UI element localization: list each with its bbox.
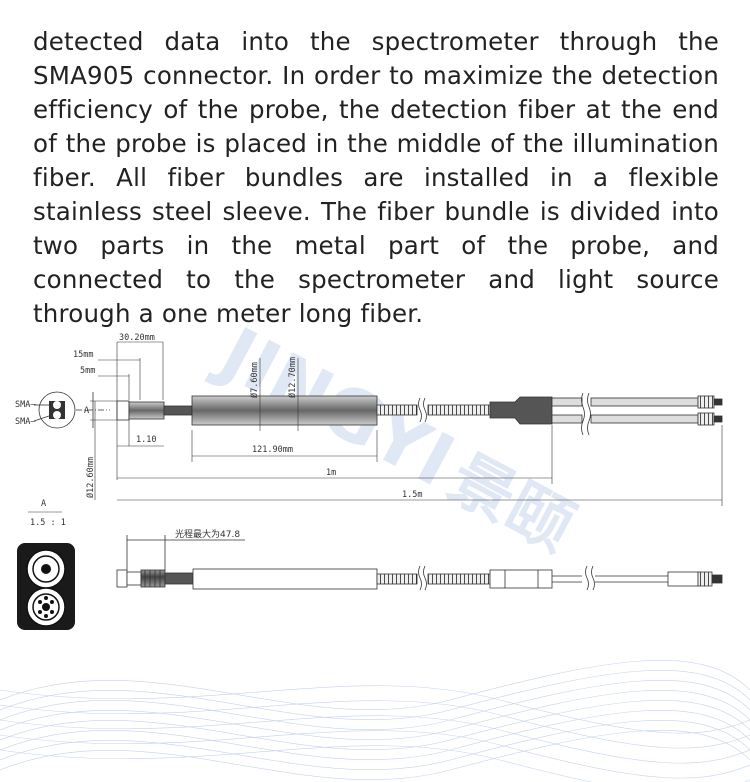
spring-sleeve-1 <box>376 404 418 416</box>
watermark-chinese: 景颐 <box>437 441 585 566</box>
top-view <box>33 391 723 436</box>
dim-121-90: 121.90mm <box>252 445 293 455</box>
dim-12-70: Ø12.70mm <box>287 357 298 398</box>
side-view <box>116 535 723 591</box>
dim-1m: 1m <box>326 468 336 478</box>
splitter <box>489 396 553 425</box>
label-sma-bottom: SMA— <box>15 417 36 427</box>
dimension-lines <box>90 341 723 506</box>
description-paragraph: detected data into the spectrometer thro… <box>33 26 719 328</box>
dim-path-max: 光程最大为47.8 <box>175 528 240 540</box>
end-view-sma-block <box>49 401 65 419</box>
dim-5: 5mm <box>80 366 95 376</box>
view-a-connector <box>17 543 75 630</box>
probe-body <box>191 395 378 426</box>
view-a-title: A <box>41 499 46 509</box>
dim-12-60: Ø12.60mm <box>85 457 96 498</box>
watermark: JINGYI 景颐 <box>202 309 585 567</box>
end-view-circle <box>38 391 76 429</box>
dim-1-10: 1.10 <box>136 435 156 445</box>
decorative-waves <box>0 660 750 782</box>
dim-1-5m: 1.5m <box>402 490 422 500</box>
dim-15: 15mm <box>73 350 93 360</box>
spring-sleeve-2 <box>427 404 491 416</box>
label-sma-top: SMA— <box>15 400 36 410</box>
view-a-scale: 1.5 : 1 <box>30 518 66 528</box>
dim-7-60: Ø7.60mm <box>249 362 260 398</box>
label-section-a: A <box>84 406 89 416</box>
dim-30-20: 30.20mm <box>119 333 155 343</box>
